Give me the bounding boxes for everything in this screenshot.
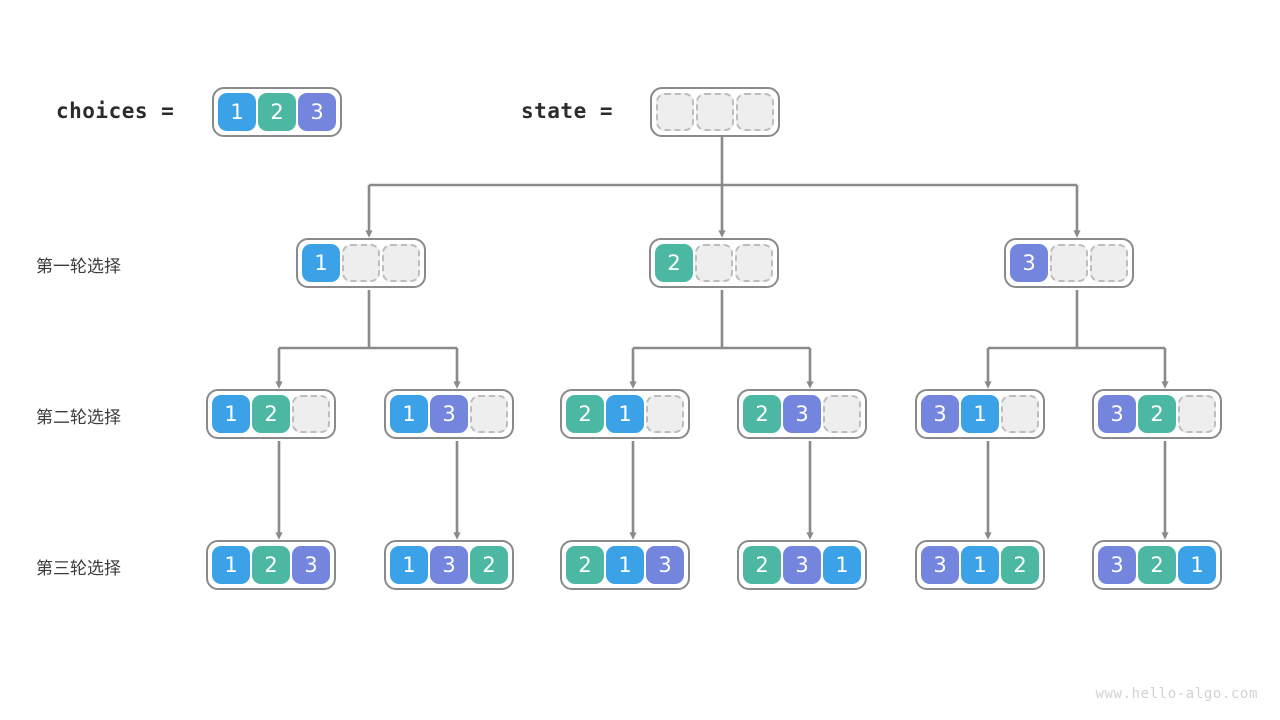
state-node-round3-1-cell-1: 3 (430, 546, 468, 584)
state-node-round3-2-cell-0: 2 (566, 546, 604, 584)
state-node-round1-0-cell-0: 1 (302, 244, 340, 282)
state-node-round1-2-cell-0: 3 (1010, 244, 1048, 282)
state-node-round2-5-cell-2 (1178, 395, 1216, 433)
row-label-round2: 第二轮选择 (36, 408, 121, 428)
state-node-round3-4-cell-1: 1 (961, 546, 999, 584)
state-node-round1-2-cell-2 (1090, 244, 1128, 282)
state-cell-2 (736, 93, 774, 131)
state-node-round2-3-cell-0: 2 (743, 395, 781, 433)
state-node-round2-3-cell-1: 3 (783, 395, 821, 433)
state-node-round1-0: 1 (296, 238, 426, 288)
choices-cell-2: 3 (298, 93, 336, 131)
state-node-round1-2: 3 (1004, 238, 1134, 288)
state-cell-1 (696, 93, 734, 131)
state-node-round1-1-cell-2 (735, 244, 773, 282)
state-cell-0 (656, 93, 694, 131)
state-node-round3-3-cell-0: 2 (743, 546, 781, 584)
state-node-round3-2-cell-1: 1 (606, 546, 644, 584)
state-node-round3-0-cell-0: 1 (212, 546, 250, 584)
state-array (650, 87, 780, 137)
state-node-round1-1-cell-0: 2 (655, 244, 693, 282)
row-label-round3: 第三轮选择 (36, 559, 121, 579)
state-node-round3-3-cell-2: 1 (823, 546, 861, 584)
state-node-round2-2-cell-2 (646, 395, 684, 433)
state-node-round2-5-cell-0: 3 (1098, 395, 1136, 433)
state-node-round3-1-cell-2: 2 (470, 546, 508, 584)
state-node-round3-0-cell-2: 3 (292, 546, 330, 584)
state-node-round2-2-cell-0: 2 (566, 395, 604, 433)
state-node-round2-1-cell-1: 3 (430, 395, 468, 433)
choices-cell-1: 2 (258, 93, 296, 131)
state-node-round3-2-cell-2: 3 (646, 546, 684, 584)
state-node-round3-4-cell-0: 3 (921, 546, 959, 584)
state-node-round2-0-cell-0: 1 (212, 395, 250, 433)
state-node-round2-1-cell-2 (470, 395, 508, 433)
state-node-round2-0-cell-2 (292, 395, 330, 433)
state-node-round2-5-cell-1: 2 (1138, 395, 1176, 433)
state-node-round2-1-cell-0: 1 (390, 395, 428, 433)
state-node-round1-2-cell-1 (1050, 244, 1088, 282)
choices-label: choices = (56, 99, 175, 123)
state-node-round3-3-cell-1: 3 (783, 546, 821, 584)
state-node-round1-0-cell-1 (342, 244, 380, 282)
watermark: www.hello-algo.com (1095, 686, 1258, 702)
state-node-round3-5-cell-0: 3 (1098, 546, 1136, 584)
state-node-round2-3-cell-2 (823, 395, 861, 433)
row-label-round1: 第一轮选择 (36, 257, 121, 277)
state-node-round2-4-cell-1: 1 (961, 395, 999, 433)
state-node-round3-4-cell-2: 2 (1001, 546, 1039, 584)
state-node-round3-5-cell-1: 2 (1138, 546, 1176, 584)
state-node-round2-0-cell-1: 2 (252, 395, 290, 433)
state-node-round2-4-cell-0: 3 (921, 395, 959, 433)
state-node-round1-1: 2 (649, 238, 779, 288)
state-node-round2-2-cell-1: 1 (606, 395, 644, 433)
state-node-round1-1-cell-1 (695, 244, 733, 282)
state-node-round3-1-cell-0: 1 (390, 546, 428, 584)
choices-cell-0: 1 (218, 93, 256, 131)
state-label: state = (521, 99, 614, 123)
state-node-round3-0-cell-1: 2 (252, 546, 290, 584)
state-node-round2-4-cell-2 (1001, 395, 1039, 433)
state-node-round1-0-cell-2 (382, 244, 420, 282)
state-node-round3-5-cell-2: 1 (1178, 546, 1216, 584)
